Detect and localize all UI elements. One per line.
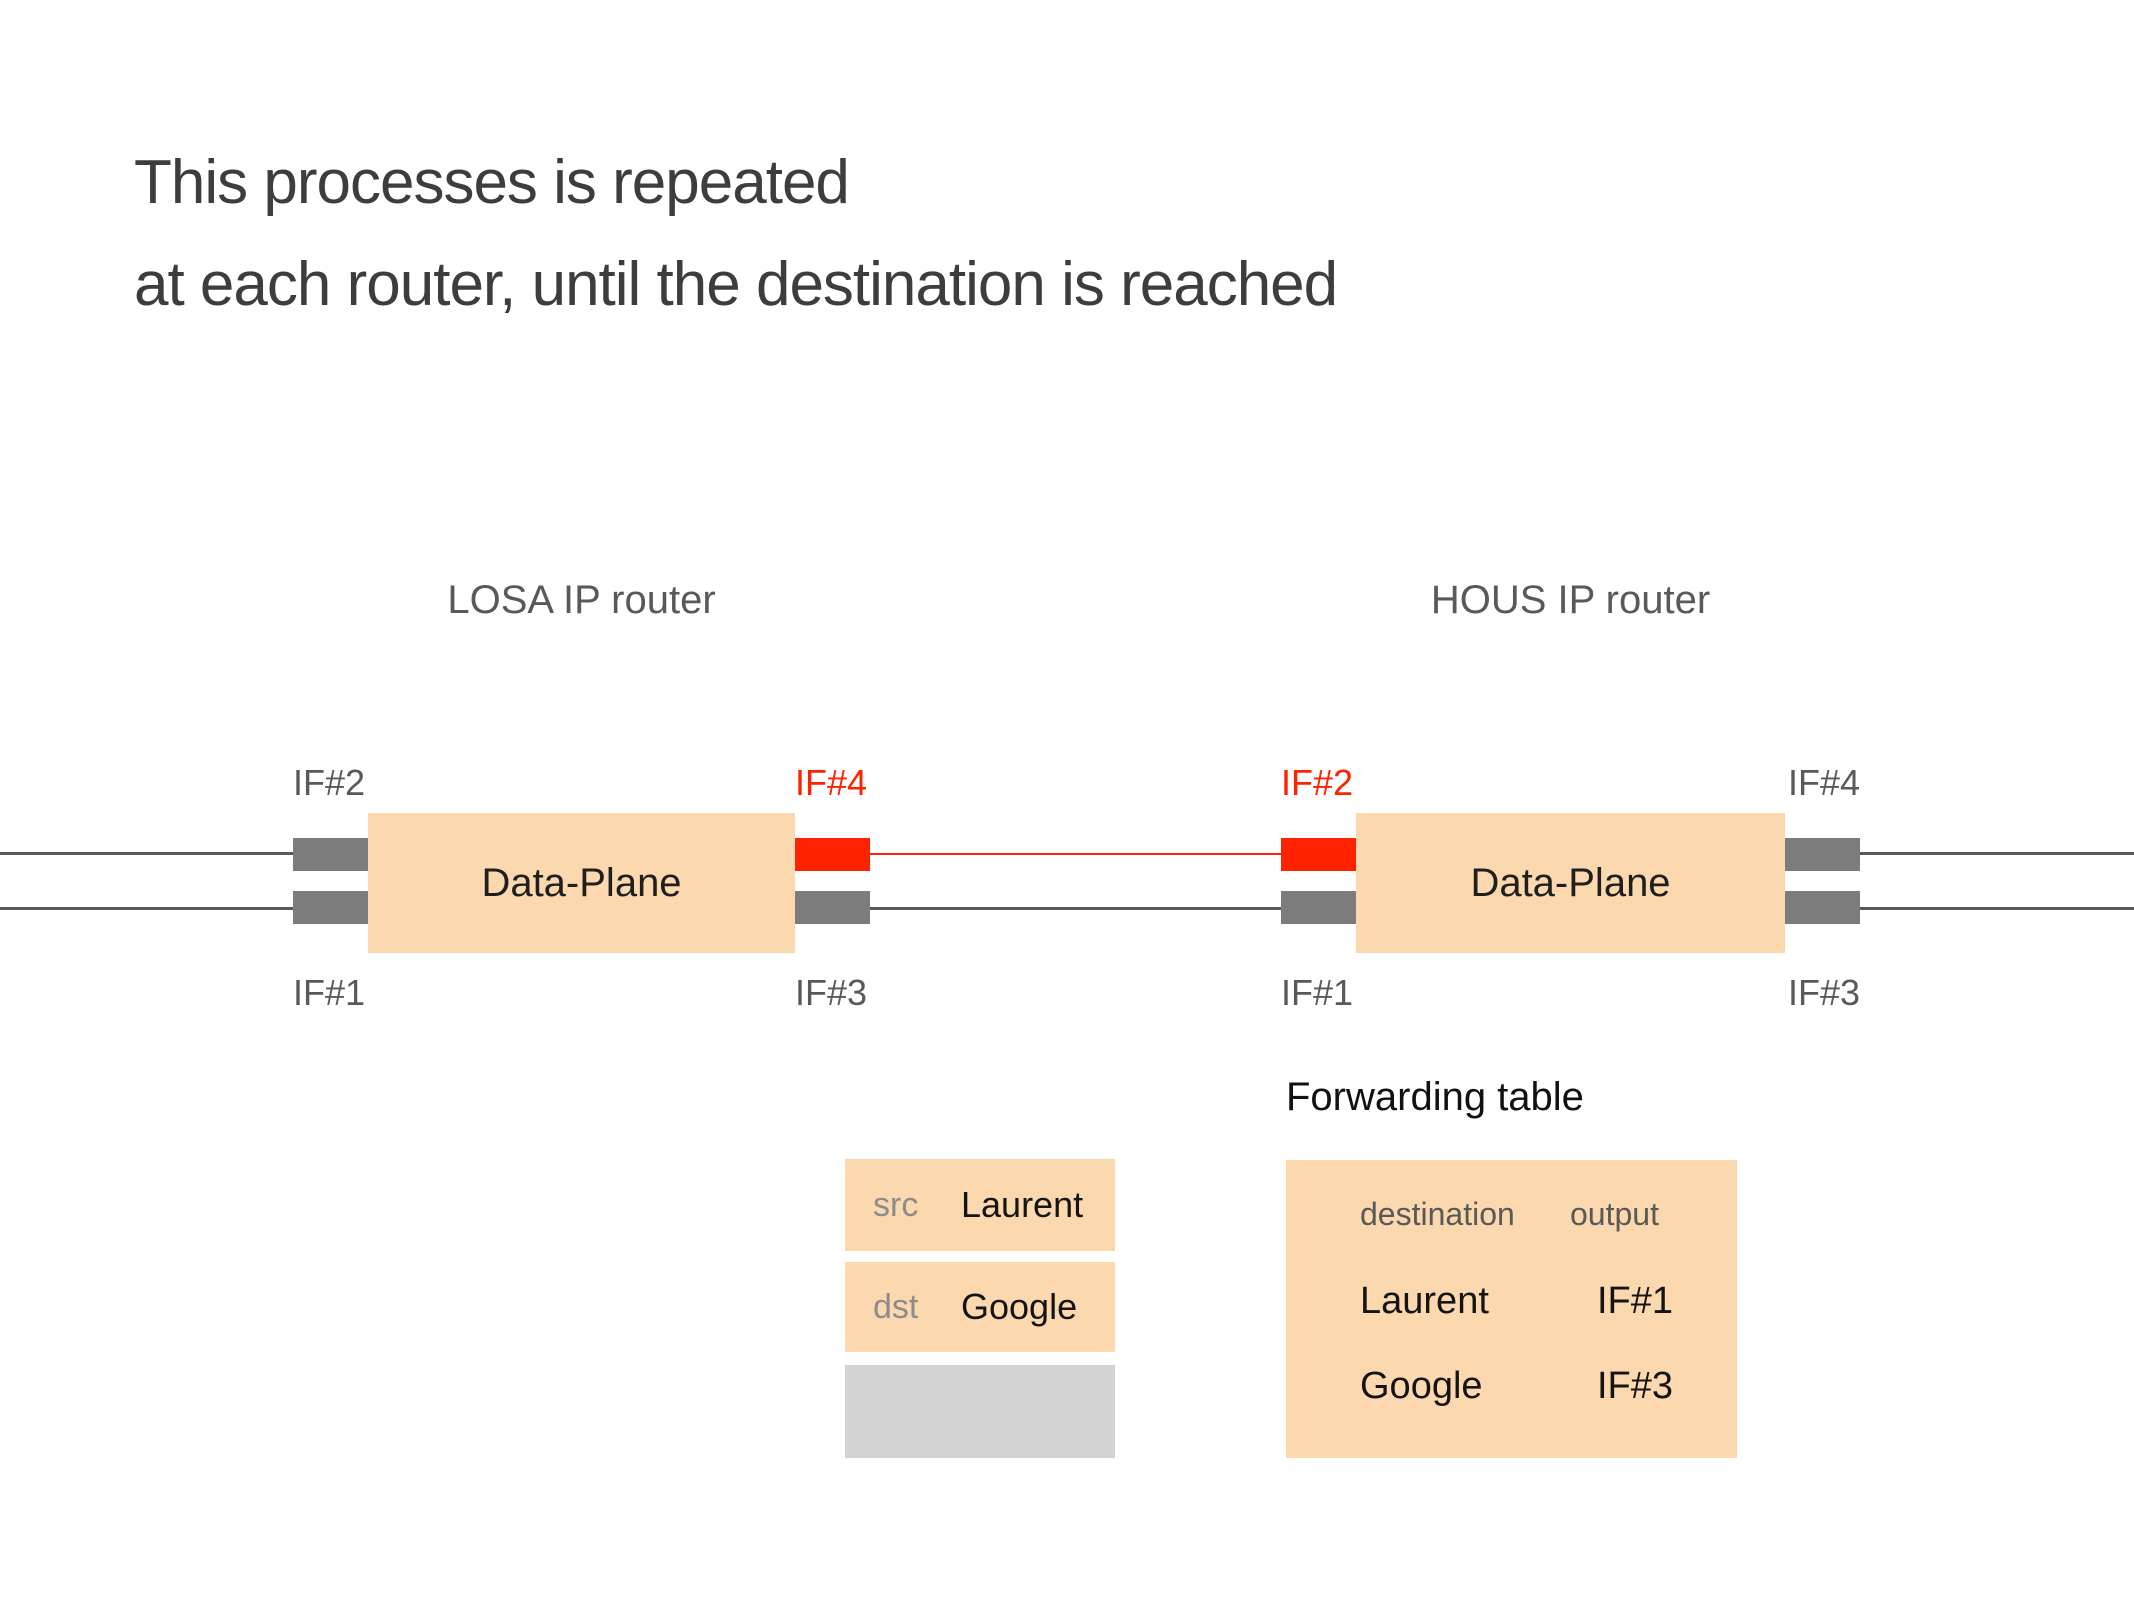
packet-payload-block (845, 1365, 1115, 1458)
hous-if3-label: IF#3 (1788, 972, 1861, 1013)
packet-src-value: Laurent (961, 1184, 1084, 1225)
losa-dataplane-label: Data-Plane (481, 860, 682, 905)
losa-if1-port (293, 891, 368, 924)
forwarding-table-title: Forwarding table (1286, 1075, 1584, 1119)
wire-losa-if2-left (0, 852, 293, 855)
forwarding-table: destination output Laurent IF#1 Google I… (1286, 1160, 1737, 1458)
losa-if1-label: IF#1 (293, 972, 366, 1013)
losa-if3-label: IF#3 (795, 972, 868, 1013)
forwarding-table-col-output: output (1570, 1196, 1659, 1232)
hous-if4-label: IF#4 (1788, 762, 1861, 803)
packet-dst-field: dst Google (845, 1262, 1115, 1352)
slide-title-line1: This processes is repeated (134, 148, 850, 217)
losa-router-label: LOSA IP router (447, 578, 716, 622)
packet-src-key: src (873, 1185, 919, 1224)
forwarding-table-row2-destination: Google (1360, 1365, 1483, 1407)
forwarding-table-row1-destination: Laurent (1360, 1280, 1489, 1322)
wire-hous-if4-right (1860, 852, 2134, 855)
hous-router-label: HOUS IP router (1430, 578, 1711, 622)
wire-losa-if1-left (0, 907, 293, 910)
hous-if1-label: IF#1 (1281, 972, 1354, 1013)
hous-dataplane-box: Data-Plane (1356, 813, 1785, 953)
losa-if2-port (293, 838, 368, 871)
losa-if4-label: IF#4 (795, 762, 868, 803)
hous-if4-port (1785, 838, 1860, 871)
packet-dst-value: Google (961, 1286, 1078, 1327)
losa-if4-port-highlighted (795, 838, 870, 871)
hous-if3-port (1785, 891, 1860, 924)
hous-dataplane-label: Data-Plane (1470, 860, 1671, 905)
packet-dst-key: dst (873, 1287, 919, 1326)
slide-title-line2: at each router, until the destination is… (134, 250, 1338, 319)
losa-dataplane-box: Data-Plane (368, 813, 795, 953)
wire-hous-if3-right (1860, 907, 2134, 910)
forwarding-table-col-destination: destination (1360, 1196, 1515, 1232)
wire-losa-if3-to-hous-if1 (870, 907, 1281, 910)
losa-if2-label: IF#2 (293, 762, 366, 803)
hous-if1-port (1281, 891, 1356, 924)
forwarding-table-row1-output: IF#1 (1597, 1280, 1674, 1322)
hous-if2-label: IF#2 (1281, 762, 1354, 803)
packet-src-field: src Laurent (845, 1159, 1115, 1251)
forwarding-table-row2-output: IF#3 (1597, 1365, 1674, 1407)
losa-if3-port (795, 891, 870, 924)
wire-losa-if4-to-hous-if2-highlighted (870, 853, 1281, 855)
hous-if2-port-highlighted (1281, 838, 1356, 871)
